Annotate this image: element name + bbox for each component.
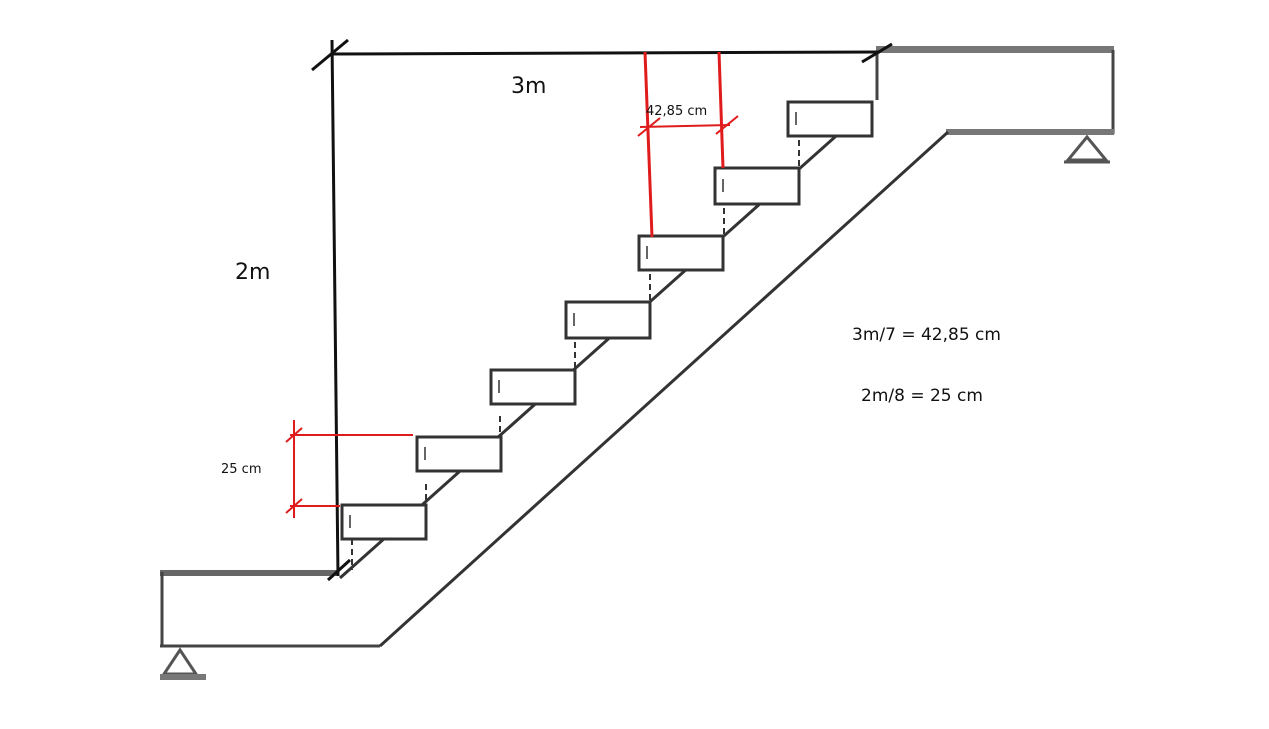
upper-landing-top-edge [876, 46, 1114, 53]
width-calculation-label: 3m/7 = 42,85 cm [852, 325, 1001, 345]
tick-top-left [311, 38, 349, 72]
overall-dimensions [311, 38, 893, 582]
lower-landing-top-edge [160, 570, 338, 576]
tread-tick-right [715, 115, 739, 135]
lower-support-triangle [161, 647, 199, 676]
riser-height-dimension [285, 420, 413, 518]
stair-slab-bottom-line [378, 130, 950, 648]
upper-support [1064, 134, 1110, 164]
step-4 [564, 274, 652, 340]
lower-support [160, 647, 206, 680]
step-7 [786, 100, 874, 138]
height-dimension-line [330, 39, 340, 577]
step-5 [637, 208, 725, 272]
riser-tick-top [285, 427, 303, 443]
riser-tick-bottom [285, 498, 303, 514]
stair-slab [339, 102, 950, 648]
tread-width-label: 42,85 cm [646, 104, 707, 119]
step-2 [415, 416, 503, 473]
step-1 [340, 484, 428, 570]
riser-height-label: 25 cm [221, 462, 262, 477]
tread-extension-right [717, 51, 725, 169]
upper-support-triangle [1064, 134, 1110, 162]
tick-top-right [861, 42, 893, 64]
upper-landing [875, 46, 1115, 135]
upper-landing-bottom-edge [946, 129, 1114, 135]
width-total-label: 3m [511, 74, 546, 99]
tick-bottom [326, 558, 352, 582]
lower-support-base [160, 674, 206, 680]
tread-extension-left [643, 51, 654, 238]
tread-tick-left [637, 117, 661, 137]
step-3 [489, 342, 577, 406]
lower-landing [160, 570, 380, 648]
tread-width-dimension [637, 51, 739, 238]
width-dimension-line [331, 50, 881, 56]
step-6 [713, 140, 801, 206]
height-calculation-label: 2m/8 = 25 cm [861, 386, 983, 406]
steps-group [340, 100, 874, 570]
tread-dimension-line [639, 124, 731, 128]
height-total-label: 2m [235, 260, 270, 285]
